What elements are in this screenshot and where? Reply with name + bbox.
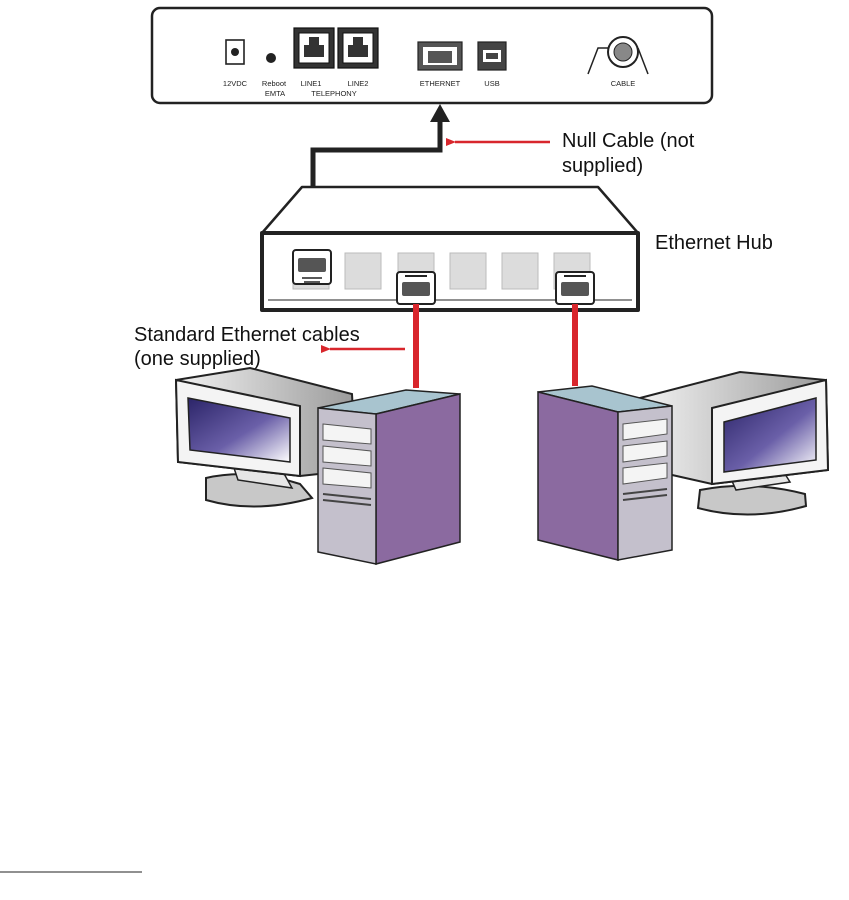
standard-cables-label-line2: (one supplied) [134, 348, 261, 370]
port-label-12vdc: 12VDC [223, 79, 248, 88]
up-arrow-icon [430, 104, 450, 122]
usb-port-icon [478, 42, 506, 70]
hub-port-5 [502, 253, 538, 289]
computer-tower-icon [538, 386, 672, 560]
rj45-plug-icon [556, 272, 594, 304]
hub-port-2 [345, 253, 381, 289]
port-label-line1: LINE1 [301, 79, 322, 88]
port-label-reboot: Reboot [262, 79, 287, 88]
rj45-plug-icon [397, 272, 435, 304]
ethernet-port-icon [418, 42, 462, 70]
port-label-emta: EMTA [265, 89, 285, 98]
computer-tower-icon [318, 390, 460, 564]
port-label-ethernet: ETHERNET [420, 79, 461, 88]
port-label-line2: LINE2 [348, 79, 369, 88]
hub-label: Ethernet Hub [655, 232, 773, 254]
null-cable-label-line1: Null Cable (not [562, 130, 695, 152]
right-computer [538, 372, 828, 560]
standard-cables-label-line1: Standard Ethernet cables [134, 324, 360, 346]
left-computer [176, 368, 460, 564]
hub-port-4 [450, 253, 486, 289]
port-label-telephony: TELEPHONY [311, 89, 356, 98]
telephony-jack-line2-icon [338, 28, 378, 68]
port-label-usb: USB [484, 79, 499, 88]
telephony-jack-line1-icon [294, 28, 334, 68]
rj45-plug-icon [293, 250, 331, 284]
null-cable-label-line2: supplied) [562, 155, 643, 177]
port-label-cable: CABLE [611, 79, 636, 88]
reboot-button-icon [266, 53, 276, 63]
cable-modem: 12VDC Reboot EMTA LINE1 LINE2 TELEPHONY … [152, 8, 712, 103]
power-jack-icon [226, 40, 244, 64]
